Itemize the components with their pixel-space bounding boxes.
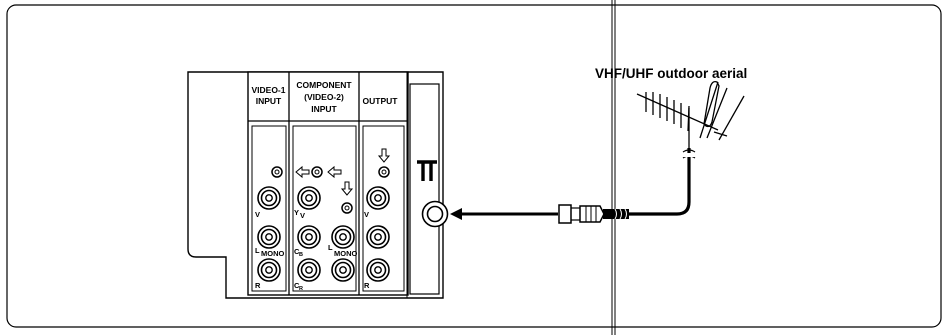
antenna-terminal-board [409,83,440,295]
component-l-label: L [328,243,333,252]
arrow-head-icon [450,208,462,220]
component-cr-label: C [294,281,300,290]
component-mono-label: MONO [334,249,357,258]
outdoor-aerial-icon [636,80,745,148]
component-small-jack [311,166,323,178]
component-cb-sub-label: B [299,252,303,258]
page-frame [6,4,942,328]
output-audio-l-jack [366,225,390,249]
video1-audio-r-jack [257,258,281,282]
coaxial-cable [628,148,691,216]
coaxial-plug [558,204,629,224]
video1-header-line1: VIDEO-1 [251,85,285,95]
output-header: OUTPUT [363,96,399,106]
component-audio-r-jack [331,258,355,282]
output-r-label: R [364,281,370,290]
component-cr-jack [297,258,321,282]
video1-mono-label: MONO [261,249,284,258]
video1-header-line2: INPUT [256,96,282,106]
component-small-jack-2 [341,202,353,214]
down-arrow-icon [377,148,391,163]
terminal-block [247,71,409,296]
component-header-line1: COMPONENT [296,80,352,90]
component-header-line3: INPUT [311,104,337,114]
antenna-symbol-icon [417,160,437,181]
component-cb-label: C [294,247,300,256]
component-header-line2: (VIDEO-2) [304,92,344,102]
video1-audio-l-jack [257,225,281,249]
component-y-video-jack [297,186,321,210]
down-arrow-icon [340,181,354,196]
video1-v-label: V [255,210,260,219]
output-video-jack [366,186,390,210]
component-v-label: V [300,211,305,220]
aerial-label: VHF/UHF outdoor aerial [595,66,747,81]
component-cb-jack [297,225,321,249]
component-y-label: Y [294,208,299,217]
left-arrow-icon [295,165,310,179]
video1-s-video-jack [271,166,283,178]
video1-r-label: R [255,281,261,290]
video1-l-label: L [255,246,260,255]
component-cr-sub-label: R [299,286,303,292]
output-small-jack [378,166,390,178]
video1-video-jack [257,186,281,210]
left-arrow-icon [327,165,342,179]
output-v-label: V [364,210,369,219]
component-audio-l-jack [331,225,355,249]
output-audio-r-jack [366,258,390,282]
